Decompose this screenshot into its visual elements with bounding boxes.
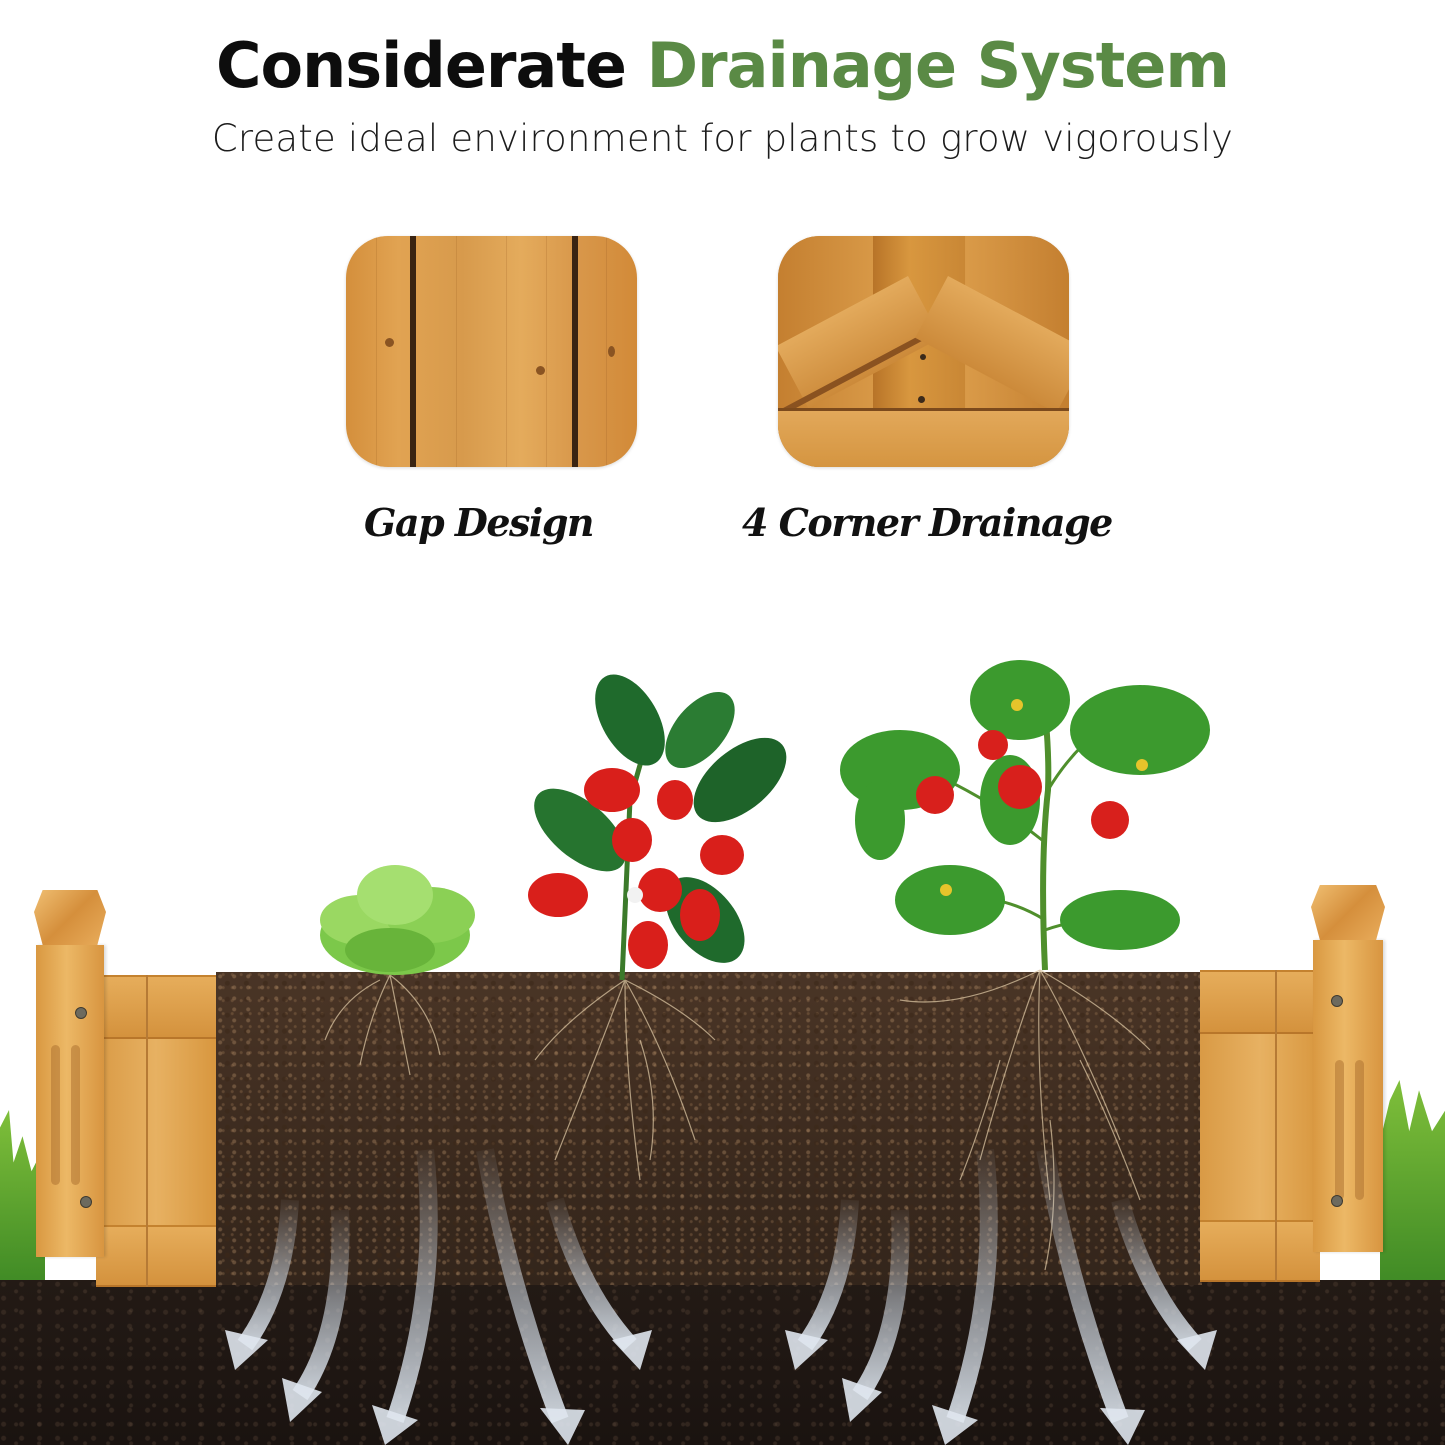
post-cap	[34, 890, 106, 945]
gap-design-label: Gap Design	[364, 500, 595, 545]
left-side-panel	[96, 975, 216, 1287]
right-side-panel	[1200, 970, 1320, 1282]
arrow-icon	[797, 1199, 859, 1351]
right-corner-post	[1311, 885, 1385, 1252]
screw-icon	[1331, 1195, 1343, 1207]
arrow-icon	[476, 1148, 569, 1424]
arrow-icon	[386, 1149, 438, 1423]
corner-drainage-label: 4 Corner Drainage	[742, 500, 1113, 545]
arrow-icon	[292, 1209, 350, 1401]
post-cap	[1311, 885, 1385, 940]
bed-soil	[216, 972, 1202, 1285]
screw-icon	[1331, 995, 1343, 1007]
gap-design-image	[346, 236, 637, 467]
drainage-arrows	[225, 1148, 1217, 1445]
arrow-icon	[946, 1149, 998, 1423]
subtitle: Create ideal environment for plants to g…	[211, 117, 1234, 160]
arrow-icon	[1111, 1197, 1202, 1352]
plank-gap	[572, 236, 578, 467]
arrow-icon	[1036, 1148, 1129, 1424]
plank-gap	[410, 236, 416, 467]
arrow-icon	[852, 1209, 910, 1401]
plants-and-roots	[320, 660, 1210, 1271]
arrow-icon	[546, 1197, 637, 1352]
lettuce-plant	[320, 865, 475, 975]
title-part-dark: Considerate	[216, 29, 627, 102]
screw-icon	[80, 1196, 92, 1208]
corner-drainage-image	[778, 236, 1069, 467]
pepper-plant	[528, 674, 787, 981]
page-title: Considerate Drainage System	[0, 26, 1445, 106]
title-part-green: Drainage System	[646, 29, 1230, 102]
screw-icon	[75, 1007, 87, 1019]
arrow-icon	[237, 1199, 299, 1351]
tomato-plant	[840, 660, 1210, 971]
left-corner-post	[34, 890, 106, 1257]
garden-bed-scene	[0, 640, 1445, 1445]
